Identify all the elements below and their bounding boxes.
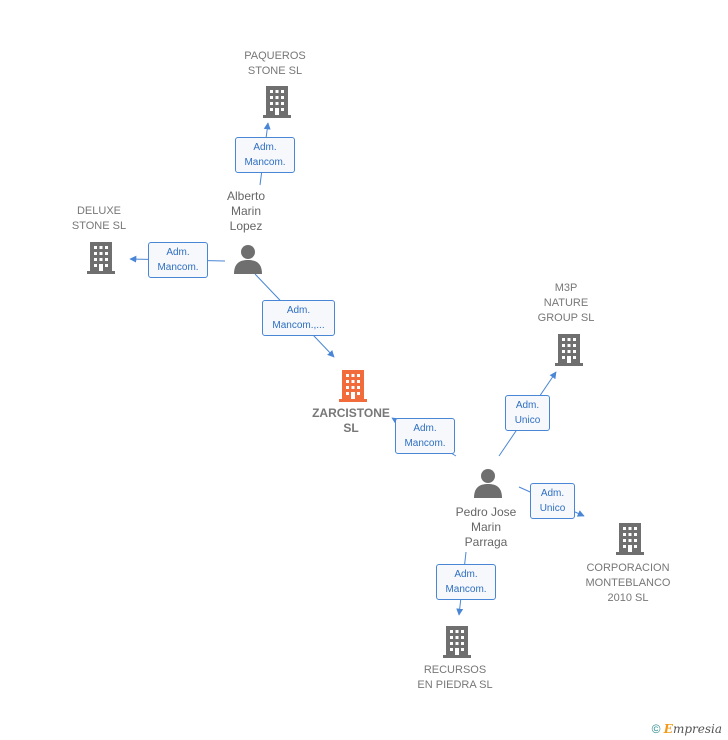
footer-brand: © Empresia (652, 722, 722, 736)
edge-label-pedro-m3p[interactable]: Adm. Unico (505, 395, 550, 431)
person-label-pedro[interactable]: Pedro Jose Marin Parraga (455, 505, 517, 549)
company-label-recursos[interactable]: RECURSOS EN PIEDRA SL (417, 664, 493, 691)
building-icon-deluxe[interactable] (87, 242, 115, 274)
building-icon-zarcistone[interactable] (339, 370, 367, 402)
company-label-corporacion[interactable]: CORPORACION MONTEBLANCO 2010 SL (585, 562, 671, 604)
edge-label-alberto-zarcistone[interactable]: Adm. Mancom.,... (262, 300, 335, 336)
edge-label-alberto-deluxe[interactable]: Adm. Mancom. (148, 242, 208, 278)
person-label-alberto[interactable]: Alberto Marin Lopez (226, 189, 266, 233)
copyright-icon: © (651, 722, 661, 736)
person-icon-alberto[interactable] (234, 245, 262, 274)
edge-label-pedro-recursos[interactable]: Adm. Mancom. (436, 564, 496, 600)
edge-label-alberto-paqueros[interactable]: Adm. Mancom. (235, 137, 295, 173)
building-icon-recursos[interactable] (443, 626, 471, 658)
building-icon-corporacion[interactable] (616, 523, 644, 555)
person-icon-pedro[interactable] (474, 469, 502, 498)
building-icon-m3p[interactable] (555, 334, 583, 366)
company-label-deluxe[interactable]: DELUXE STONE SL (71, 205, 127, 232)
edge-label-pedro-zarcistone[interactable]: Adm. Mancom. (395, 418, 455, 454)
brand-logo: Empresia (663, 722, 722, 736)
building-icon-paqueros[interactable] (263, 86, 291, 118)
company-label-zarcistone[interactable]: ZARCISTONE SL (312, 406, 390, 435)
edge-label-pedro-corporacion[interactable]: Adm. Unico (530, 483, 575, 519)
company-label-paqueros[interactable]: PAQUEROS STONE SL (244, 50, 306, 77)
company-label-m3p[interactable]: M3P NATURE GROUP SL (537, 282, 595, 324)
